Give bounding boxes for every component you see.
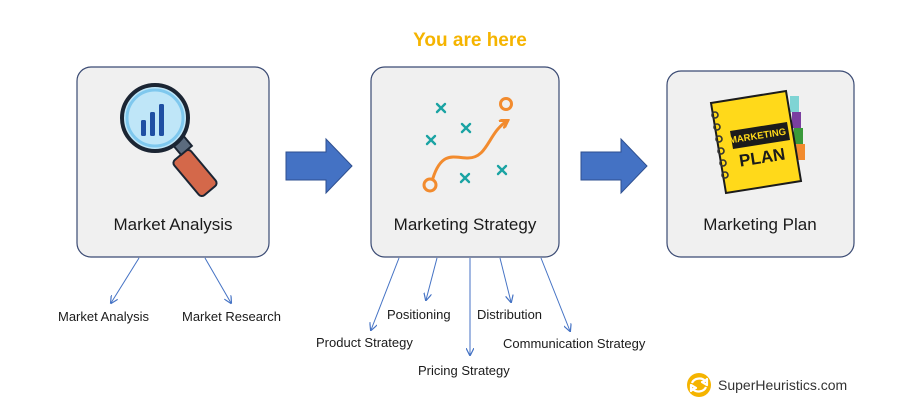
brand-watermark: SuperHeuristics.com [686,371,847,399]
strategy-path-icon [422,97,513,193]
brand-logo-icon [687,373,711,397]
branch-product-strategy: Product Strategy [316,335,413,350]
branch-positioning: Positioning [387,307,451,322]
magnifier-chart-icon [120,83,218,198]
you-are-here-label: You are here [413,30,527,51]
flow-arrow-1 [285,137,353,195]
notebook-icon: MARKETING PLAN [709,89,805,195]
branch-market-research: Market Research [182,309,281,324]
branch-communication-strategy: Communication Strategy [503,336,646,351]
branch-distribution: Distribution [477,307,543,322]
branch-market-analysis: Market Analysis [58,309,150,324]
branch-pricing-strategy: Pricing Strategy [418,363,510,378]
box-marketing-strategy [370,66,560,258]
brand-name: SuperHeuristics.com [718,377,848,393]
market-analysis-connectors [111,257,231,303]
box-label-marketing-plan: Marketing Plan [703,215,817,234]
flow-arrow-2 [580,137,648,195]
box-label-marketing-strategy: Marketing Strategy [393,215,537,234]
marketing-strategy-connectors [371,257,570,355]
box-label-market-analysis: Market Analysis [113,215,233,234]
